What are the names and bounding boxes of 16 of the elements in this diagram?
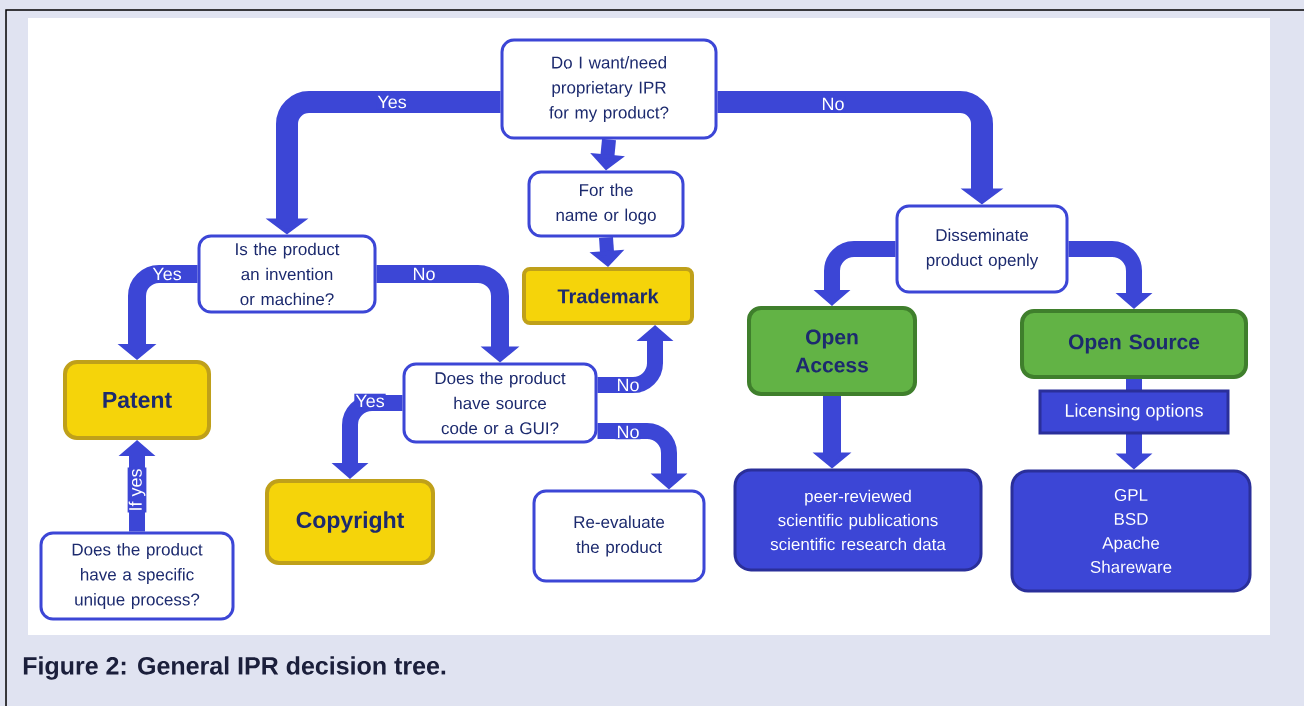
- question-box: Is the product an invention or machine?: [197, 234, 377, 314]
- result-box: Open Source: [1020, 309, 1248, 379]
- edge-label: Licensing options: [1038, 389, 1230, 435]
- question-box: Re-evaluate the product: [532, 489, 706, 583]
- question-box: Disseminate product openly: [895, 204, 1069, 294]
- question-box: Does the product have source code or a GUI?: [402, 362, 598, 444]
- option-box: GPL BSD Apache Shareware: [1010, 469, 1252, 593]
- question-box: Does the product have a specific unique process?: [39, 531, 235, 621]
- result-box: Copyright: [265, 479, 435, 565]
- result-box: Open Access: [747, 306, 917, 396]
- question-box: For the name or logo: [527, 170, 685, 238]
- result-box: Patent: [63, 360, 211, 440]
- option-box: peer-reviewed scientific publications scientific research data: [733, 468, 983, 572]
- question-box: Do I want/need proprietary IPR for my product?: [500, 38, 718, 140]
- caption: Figure 2: General IPR decision tree.: [23, 656, 446, 680]
- result-box: Trademark: [522, 267, 694, 325]
